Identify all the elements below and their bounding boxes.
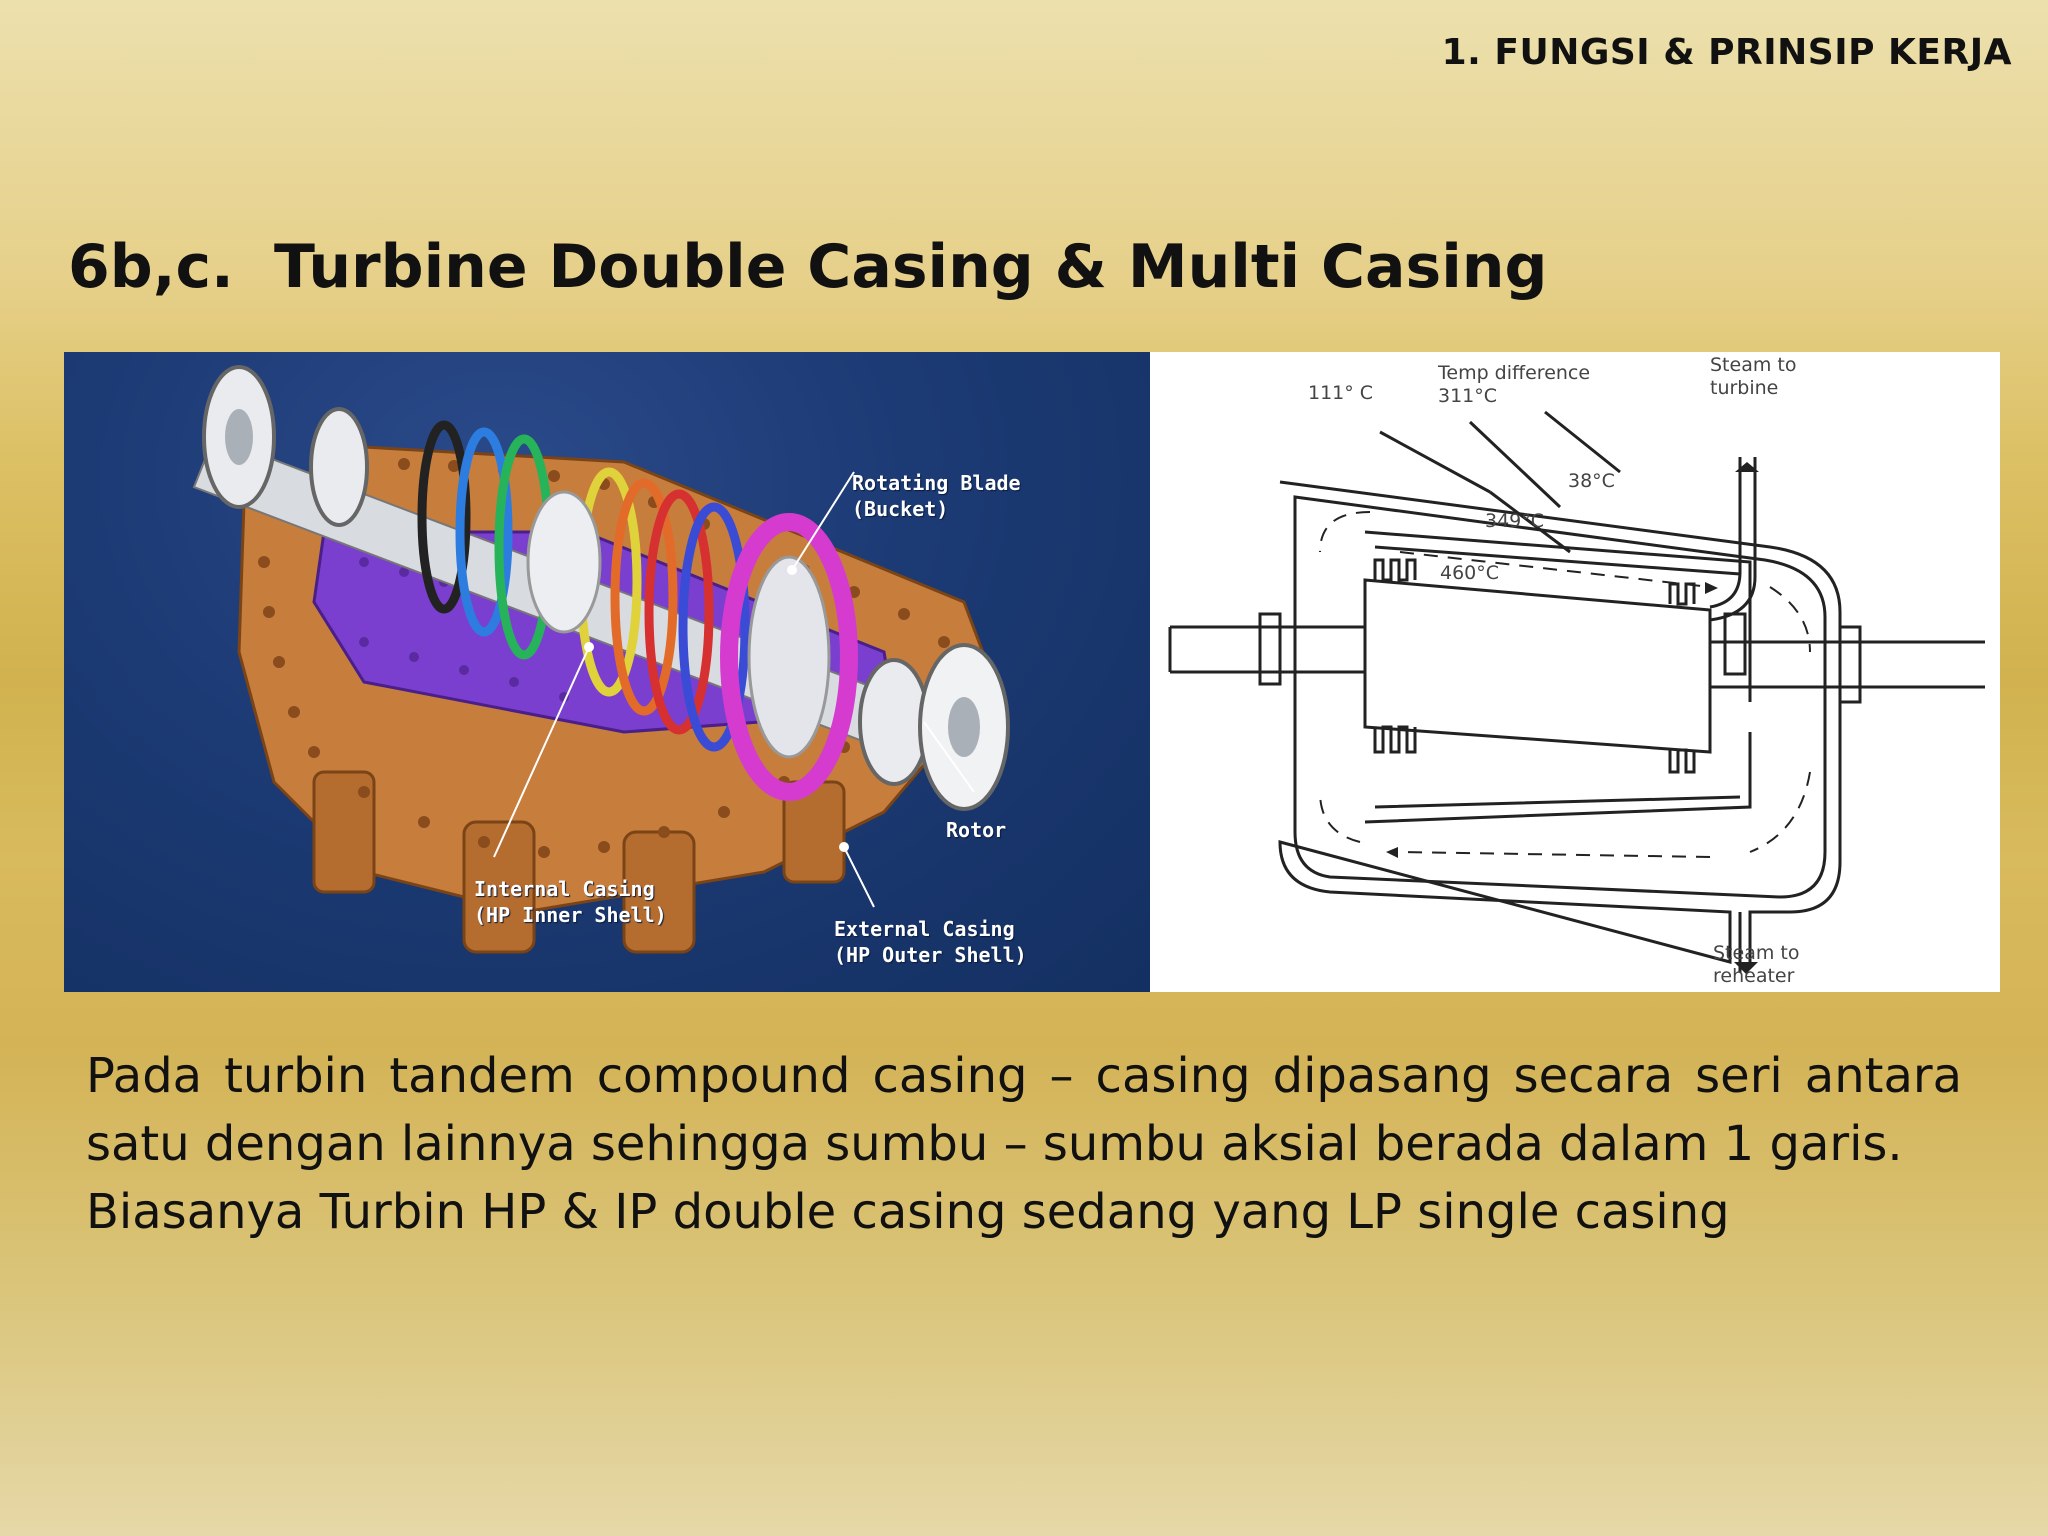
body-paragraph-2: Biasanya Turbin HP & IP double casing se…: [86, 1184, 1730, 1240]
turbine-cutaway-illustration: Rotating Blade (Bucket) Rotor Internal C…: [64, 352, 1150, 992]
double-casing-section-diagram: 111° C Temp difference 311°C Steam to tu…: [1150, 352, 2000, 992]
body-paragraph-1: Pada turbin tandem compound casing – cas…: [86, 1048, 1962, 1172]
section-header: 1. FUNGSI & PRINSIP KERJA: [1441, 32, 2012, 73]
callout-internal-casing: Internal Casing (HP Inner Shell): [474, 877, 667, 927]
callout-rotating-blade: Rotating Blade (Bucket): [852, 471, 1021, 521]
double-casing-section-drawing: [1168, 410, 1985, 974]
label-460c: 460°C: [1440, 562, 1500, 584]
label-steam-to-turbine: Steam to turbine: [1710, 354, 1797, 399]
label-349c: 349°C: [1485, 510, 1545, 532]
slide-title-number: 6b,c.: [68, 232, 234, 302]
body-text: Pada turbin tandem compound casing – cas…: [86, 1042, 1962, 1246]
slide-title: 6b,c. Turbine Double Casing & Multi Casin…: [68, 232, 1547, 302]
label-38c: 38°C: [1568, 470, 1615, 492]
label-temp-difference: Temp difference 311°C: [1438, 362, 1591, 407]
label-111c: 111° C: [1308, 382, 1374, 404]
callout-rotor: Rotor: [946, 818, 1007, 842]
label-steam-to-reheater: Steam to reheater: [1713, 942, 1800, 987]
slide-title-text: Turbine Double Casing & Multi Casing: [274, 232, 1548, 302]
turbine-cutaway-drawing: [192, 365, 1010, 954]
callout-external-casing: External Casing (HP Outer Shell): [834, 917, 1027, 967]
